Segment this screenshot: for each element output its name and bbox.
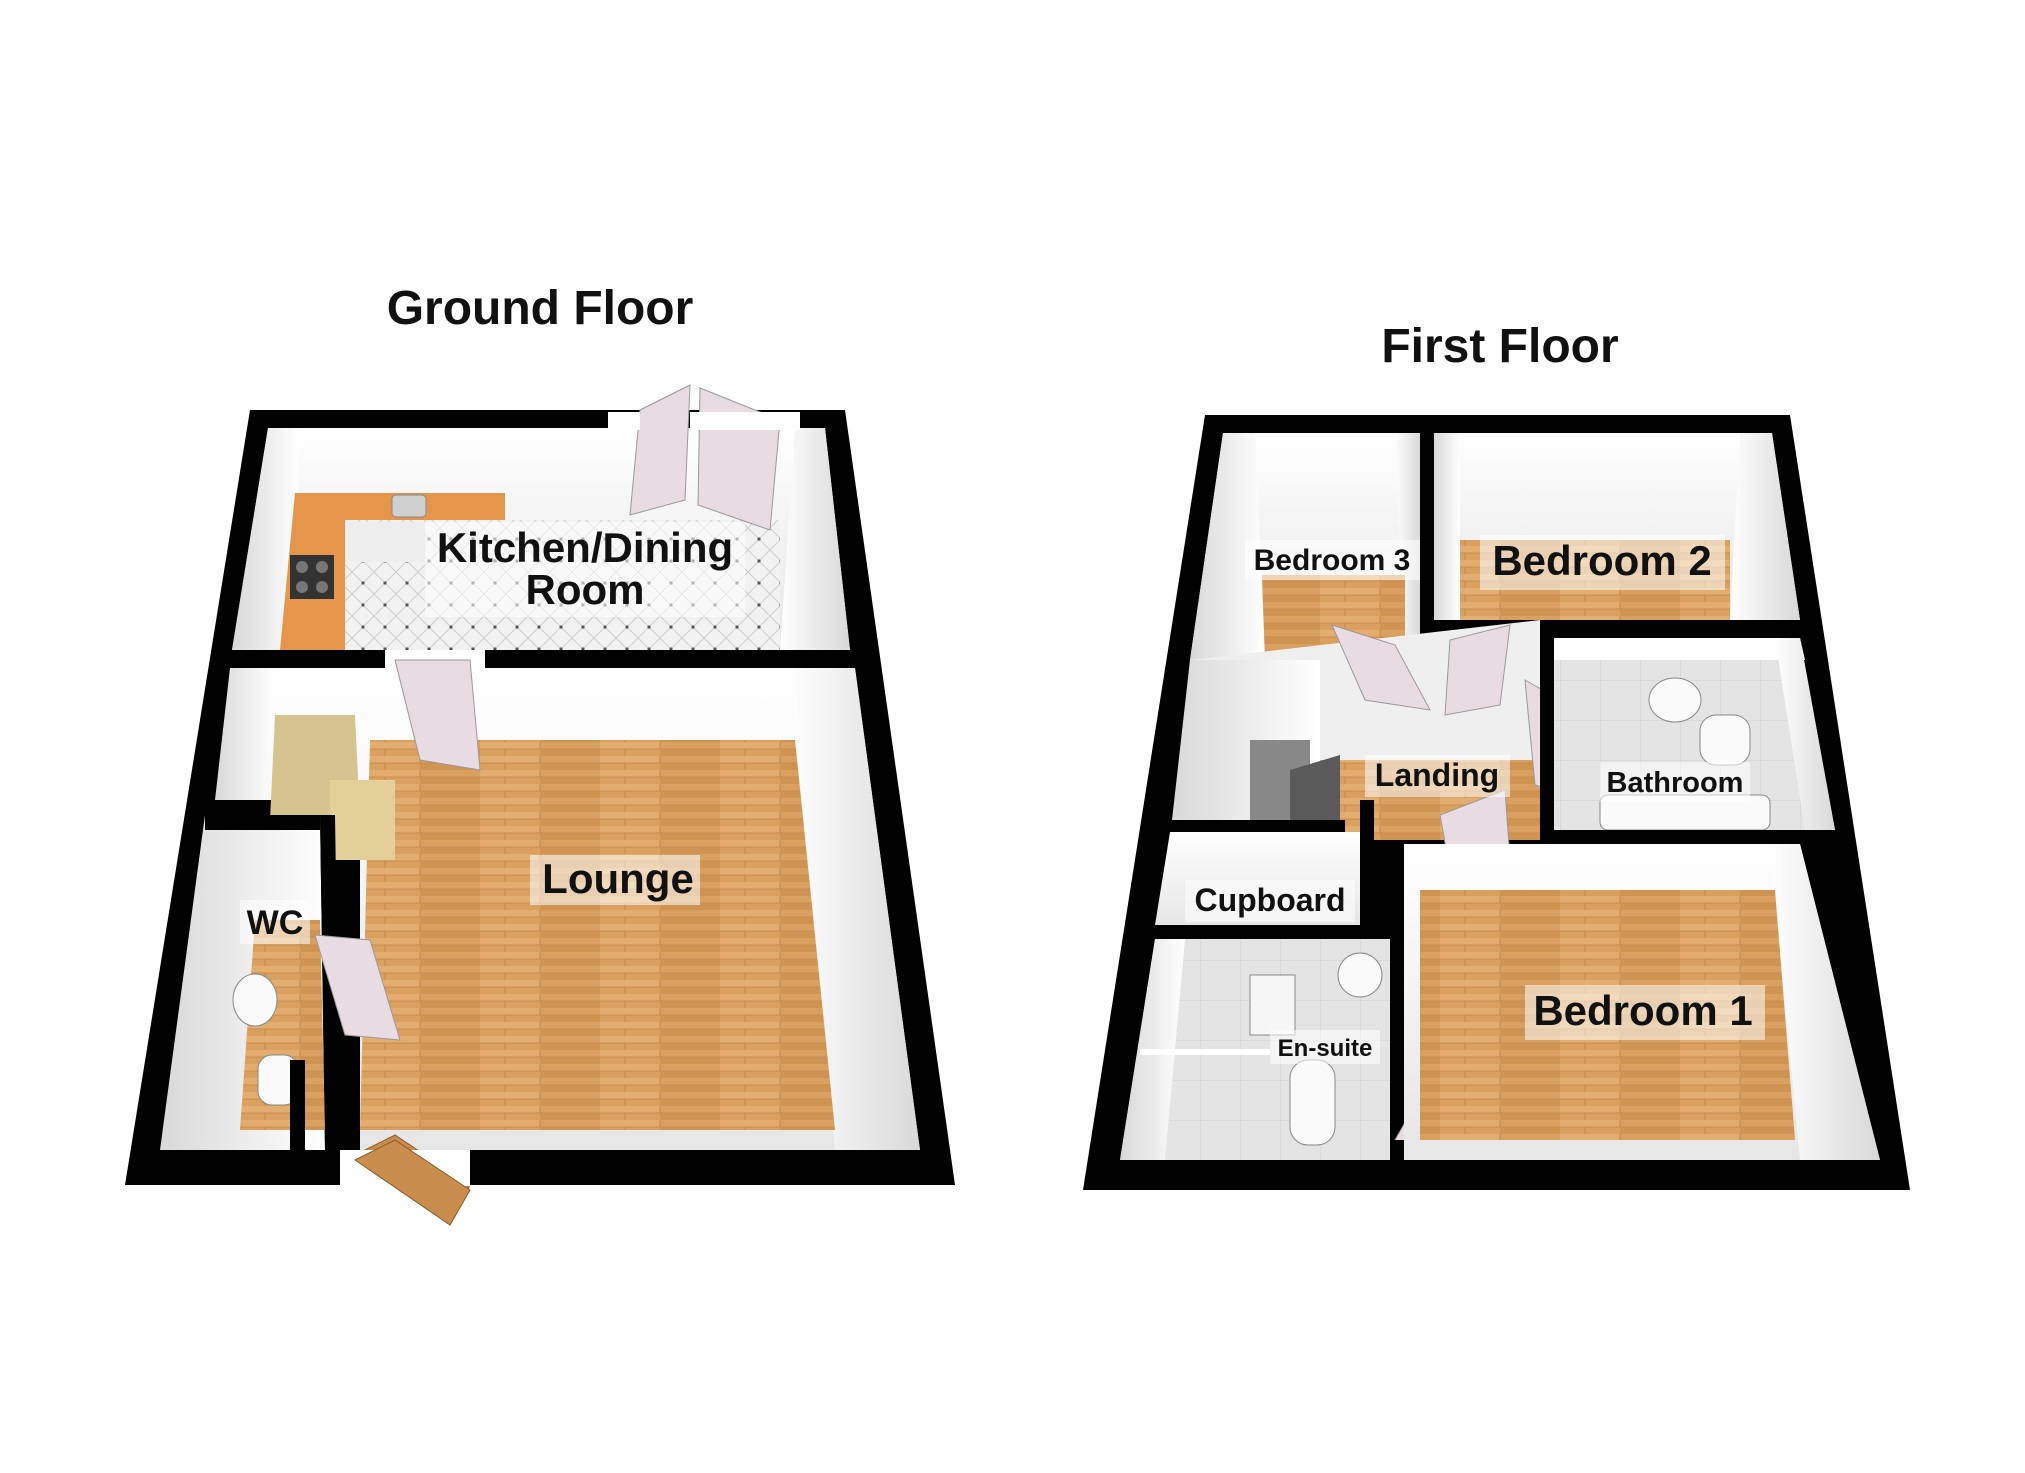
first-floor-title: First Floor — [1381, 320, 1618, 373]
bedroom3-door — [1331, 624, 1431, 711]
ground-floor-plan: Ground Floor Kitchen/Dining Room Lounge … — [125, 282, 955, 1226]
kitchen-label-line2: Room — [526, 566, 645, 613]
basin-icon — [232, 973, 278, 1027]
bedroom1-label: Bedroom 1 — [1533, 987, 1752, 1034]
kitchen-label-line1: Kitchen/Dining — [437, 524, 733, 571]
kitchen-worktop — [280, 493, 505, 650]
bathroom-label: Bathroom — [1607, 767, 1744, 799]
bedroom3-label: Bedroom 3 — [1254, 544, 1411, 577]
ensuite-label: En-suite — [1278, 1035, 1373, 1062]
wc-door — [314, 934, 401, 1041]
bath-basin-icon — [1648, 677, 1702, 723]
first-floor-plan: First Floor Bedroom 3 Bedroom 2 Landing … — [1083, 320, 1910, 1190]
ensuite-basin-icon — [1337, 952, 1383, 998]
lounge-label: Lounge — [542, 855, 694, 902]
ensuite-toilet-icon — [1289, 1059, 1336, 1146]
bath-toilet-icon — [1699, 714, 1751, 766]
cupboard-label: Cupboard — [1194, 882, 1345, 918]
french-doors — [608, 384, 800, 531]
wc-label: WC — [247, 904, 304, 942]
landing-label: Landing — [1375, 757, 1499, 793]
sink-icon — [391, 494, 427, 518]
ground-floor-title: Ground Floor — [387, 282, 694, 335]
lounge-floor — [360, 740, 835, 1130]
bedroom2-label: Bedroom 2 — [1492, 537, 1711, 584]
hob-icon — [290, 555, 334, 599]
lounge-door — [394, 659, 481, 771]
bedroom2-door — [1444, 624, 1511, 716]
